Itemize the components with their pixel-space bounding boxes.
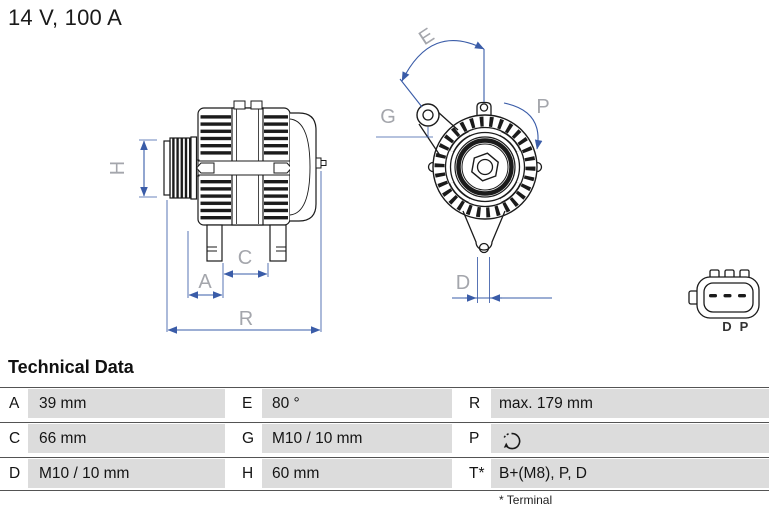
front-view-drawing: [416, 101, 543, 254]
bottom-mounting-ear: [462, 210, 506, 254]
dim-value-p: [491, 424, 769, 453]
shaft-nut: [471, 152, 499, 182]
dim-label-a: A: [198, 271, 212, 293]
dim-label-r: R: [239, 308, 253, 330]
dim-value-r: max. 179 mm: [491, 389, 769, 418]
arc-slots: [449, 131, 521, 203]
technical-data-heading: Technical Data: [8, 357, 134, 377]
dim-key-g: G: [242, 430, 255, 447]
front-view-dimensions: [376, 40, 552, 303]
side-view-drawing: [163, 100, 327, 262]
dim-key-a: A: [9, 395, 20, 412]
dim-key-d: D: [9, 465, 21, 482]
dim-label-g: G: [380, 106, 396, 128]
connector-drawing: [688, 269, 760, 319]
mounting-lug: [416, 103, 459, 158]
dim-label-c: C: [238, 247, 252, 269]
dim-value-h: 60 mm: [262, 459, 452, 488]
table-row-divider: [0, 457, 769, 458]
dim-label-d: D: [456, 272, 470, 294]
side-view-dimensions: [139, 139, 322, 334]
terminal-footnote: * Terminal: [499, 493, 553, 507]
dim-value-e: 80 °: [262, 389, 452, 418]
dim-value-g: M10 / 10 mm: [262, 424, 452, 453]
dim-value-a: 39 mm: [28, 389, 225, 418]
dim-key-h: H: [242, 465, 254, 482]
rotation-direction-icon: [503, 432, 521, 450]
top-tab: [476, 101, 492, 115]
dim-key-r: R: [469, 395, 481, 412]
dim-key-p: P: [469, 430, 480, 447]
housing: [195, 100, 293, 226]
pulley: [163, 136, 200, 200]
dim-key-c: C: [9, 430, 21, 447]
dim-label-h: H: [107, 161, 129, 175]
page-title: 14 V, 100 A: [8, 5, 122, 30]
dim-label-p: P: [536, 96, 549, 118]
dim-value-c: 66 mm: [28, 424, 225, 453]
rear-cover: [289, 112, 317, 222]
dim-key-e: E: [242, 395, 253, 412]
table-border-bottom: [0, 490, 769, 491]
connector-pin-label-d: D: [722, 319, 731, 334]
connector-pins: [709, 294, 746, 298]
vent-slots-ring: [434, 116, 536, 218]
table-border-top: [0, 387, 769, 388]
dim-value-d: M10 / 10 mm: [28, 459, 225, 488]
mounting-feet: [206, 224, 287, 262]
b-plus-terminal-stud: [315, 157, 327, 169]
dim-key-t: T*: [469, 465, 485, 482]
dim-label-e: E: [415, 24, 438, 50]
connector-pin-label-p: P: [740, 319, 749, 334]
dim-value-t: B+(M8), P, D: [491, 459, 769, 488]
table-row-divider: [0, 422, 769, 423]
rotation-direction-arrow: [503, 102, 543, 150]
